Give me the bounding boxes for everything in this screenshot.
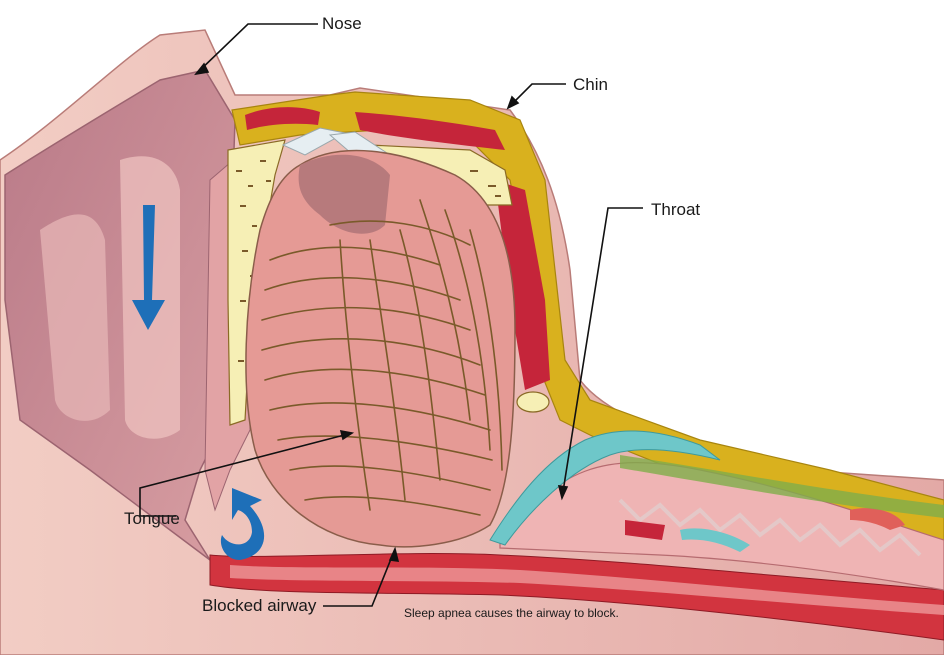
- nose-leader-arrow: [194, 62, 210, 76]
- airway-lining: [680, 528, 750, 552]
- esophagus-muscle: [850, 508, 905, 530]
- nasal-turbinate: [40, 214, 110, 421]
- neck-muscle: [495, 180, 550, 390]
- throat-rings: [618, 498, 922, 557]
- tongue-leader-line: [139, 432, 353, 517]
- label-nose: Nose: [322, 14, 362, 33]
- tongue-fibers: [261, 199, 503, 516]
- nose-leader-line: [195, 23, 318, 75]
- blocked-airway-leader-arrow: [388, 546, 400, 562]
- label-blocked-airway: Blocked airway: [202, 596, 317, 615]
- throat-leader-line: [561, 207, 643, 499]
- chin-leader-arrow: [506, 95, 520, 110]
- blocked-airway-leader-line: [323, 548, 396, 607]
- neck-tissue-green: [620, 455, 944, 518]
- throat-leader-arrow: [557, 485, 569, 501]
- oral-cavity: [298, 154, 390, 234]
- hyoid-bone: [516, 391, 550, 413]
- airway-floor-tissue: [230, 565, 944, 615]
- label-throat: Throat: [651, 200, 701, 219]
- airflow-down-arrow-icon: [132, 205, 165, 330]
- tongue-leader-arrow: [339, 429, 355, 441]
- chin-muscle: [245, 107, 320, 130]
- airway-lining: [489, 430, 721, 546]
- chin-muscle: [355, 112, 505, 150]
- label-chin: Chin: [573, 75, 608, 94]
- leader-lines: [139, 23, 643, 607]
- label-tongue: Tongue: [124, 509, 180, 528]
- esophagus-muscle: [625, 520, 665, 540]
- diagram-caption: Sleep apnea causes the airway to block.: [404, 606, 619, 620]
- airflow-curved-arrow-icon: [220, 488, 265, 560]
